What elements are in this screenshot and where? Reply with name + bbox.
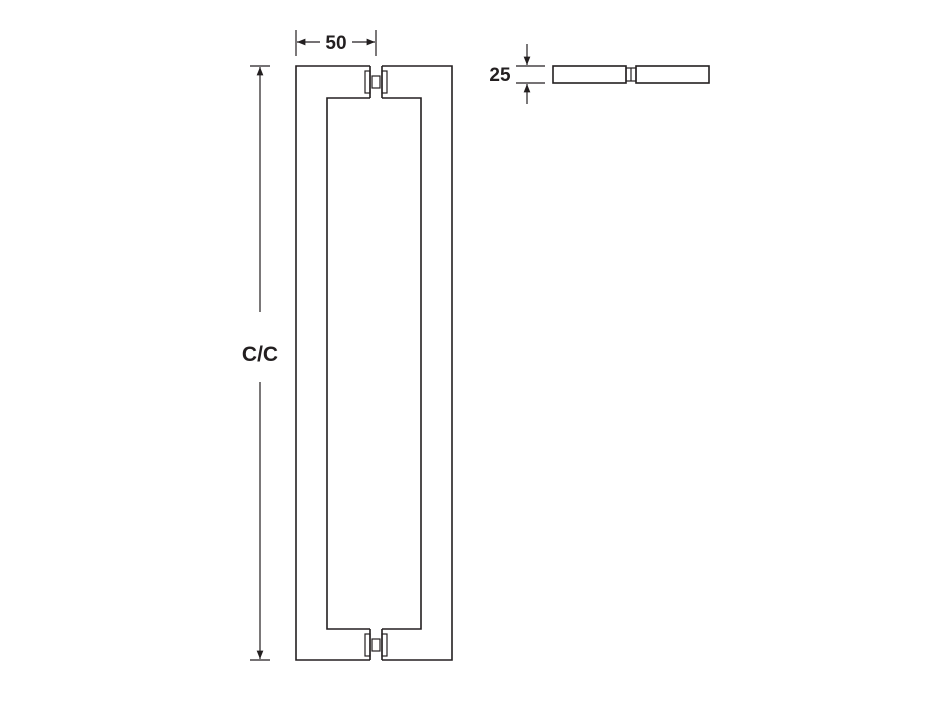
side-bar-left — [552, 65, 627, 84]
depth-dimension: 25 — [489, 44, 545, 104]
depth-label: 25 — [489, 65, 511, 86]
front-view — [295, 65, 453, 661]
width-label: 50 — [325, 33, 346, 54]
outer-bar-outline — [295, 65, 453, 661]
inner-bar-outline — [326, 97, 422, 630]
width-dimension: 50 — [295, 30, 377, 56]
centres-dimension: C/C — [242, 65, 278, 661]
top-fixing — [364, 66, 388, 98]
side-bar-right — [635, 65, 710, 84]
side-view — [552, 65, 710, 84]
bottom-fixing — [364, 629, 388, 660]
centres-label: C/C — [242, 343, 278, 366]
